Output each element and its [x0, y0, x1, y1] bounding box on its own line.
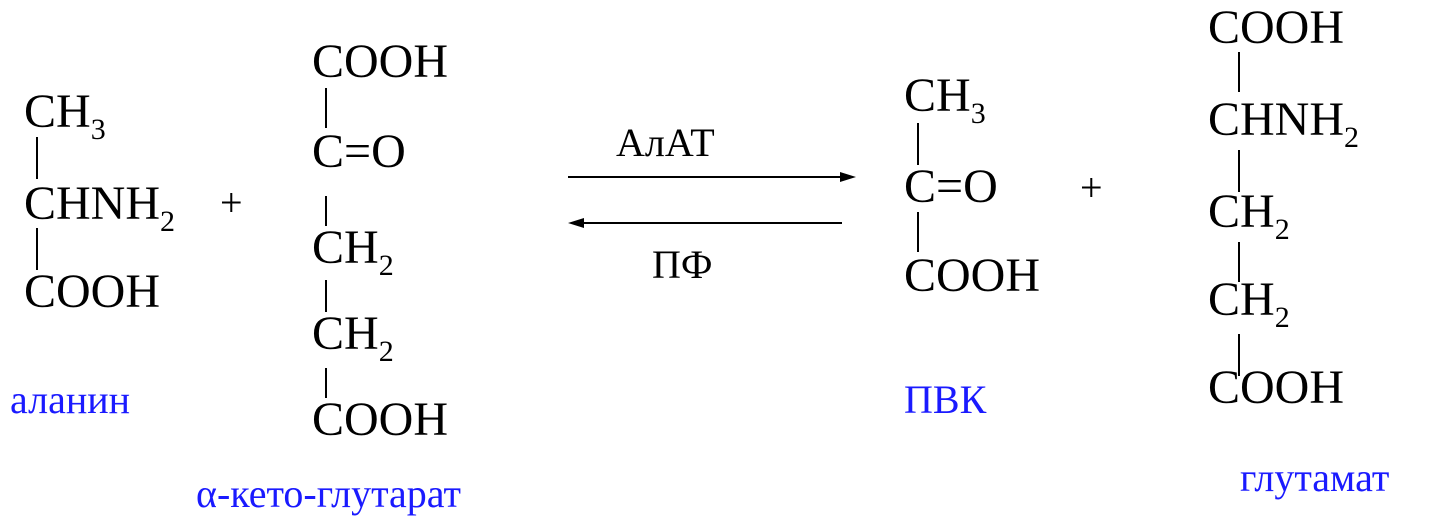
plus-sign-left: +	[220, 180, 243, 225]
pyruvate-c-o: C=O	[904, 160, 998, 213]
bond-line	[325, 368, 327, 398]
cofactor-label: ПФ	[652, 242, 713, 287]
pyruvate-name: ПВК	[904, 377, 987, 422]
bond-line	[325, 196, 327, 226]
bond-line	[1238, 52, 1240, 92]
alanine-cooh: COOH	[24, 265, 161, 318]
glutamate-cooh-top: COOH	[1208, 1, 1345, 54]
bond-line	[917, 123, 919, 165]
bond-line	[1238, 242, 1240, 282]
alanine-chnh2: CHNH2	[24, 177, 176, 238]
glutamate-name: глутамат	[1240, 455, 1390, 500]
glutamate-ch2-1: CH2	[1208, 185, 1290, 246]
plus-sign-right: +	[1080, 165, 1103, 210]
ketoglutarate-ch2-1: CH2	[312, 221, 394, 282]
bond-line	[325, 88, 327, 128]
alanine-ch3: CH3	[24, 85, 106, 146]
reverse-arrow-head	[568, 218, 584, 228]
ketoglutarate-cooh-bottom: COOH	[312, 393, 449, 446]
glutamate-ch2-2: CH2	[1208, 273, 1290, 334]
ketoglutarate-cooh-top: COOH	[312, 35, 449, 88]
bond-line	[1238, 150, 1240, 192]
bond-line	[36, 228, 38, 270]
glutamate-cooh-bottom: COOH	[1208, 361, 1345, 414]
ketoglutarate-ch2-2: CH2	[312, 307, 394, 368]
glutamate-chnh2: CHNH2	[1208, 93, 1360, 154]
pyruvate-cooh: COOH	[904, 249, 1041, 302]
alanine-name: аланин	[10, 377, 131, 422]
bond-line	[325, 280, 327, 312]
bond-line	[917, 212, 919, 252]
bond-line	[1238, 334, 1240, 376]
enzyme-label: АлАТ	[616, 120, 715, 165]
pyruvate-ch3: CH3	[904, 69, 986, 130]
ketoglutarate-name: α-кето-глутарат	[196, 471, 461, 516]
ketoglutarate-c-o: C=O	[312, 125, 406, 178]
bond-line	[36, 137, 38, 179]
forward-arrow-head	[840, 172, 856, 182]
